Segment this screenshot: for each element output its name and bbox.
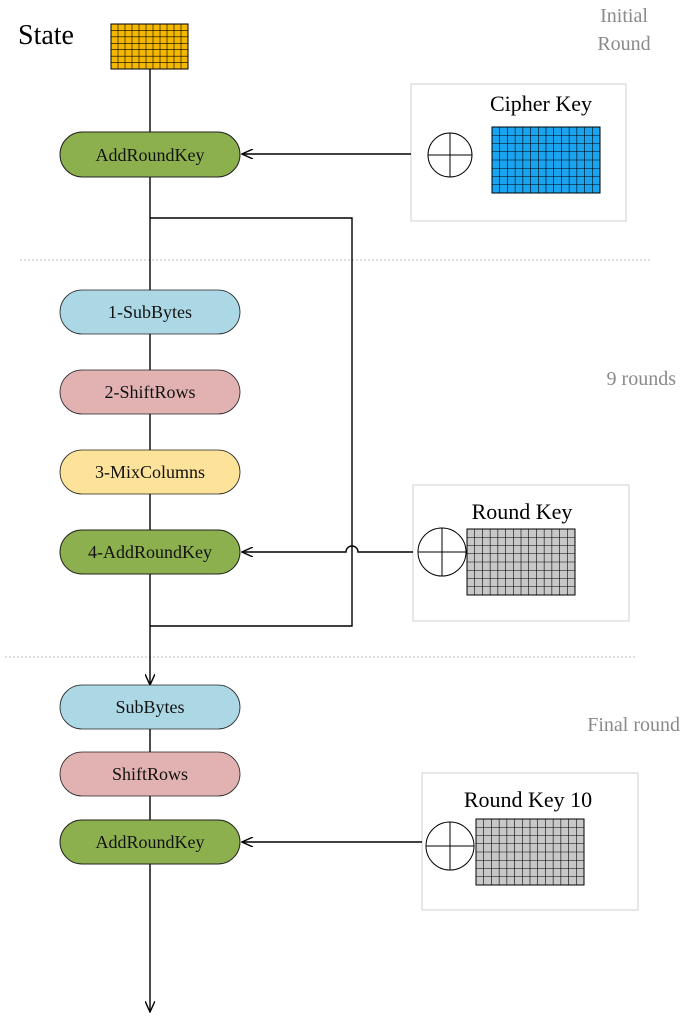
nine-rounds-label: 9 rounds — [607, 368, 677, 390]
final-addroundkey-step: AddRoundKey — [59, 819, 241, 865]
state-grid — [110, 23, 189, 70]
final-round-label: Final round — [587, 714, 680, 736]
addroundkey-step: 4-AddRoundKey — [59, 529, 241, 575]
xor-icon — [417, 527, 467, 577]
initial-round-label-line2: Round — [597, 33, 650, 55]
round-key-10-grid — [475, 818, 585, 886]
shiftrows-step: 2-ShiftRows — [59, 369, 241, 415]
initial-addroundkey-label: AddRoundKey — [96, 145, 205, 165]
round-key-arrow — [242, 545, 413, 552]
cipher-key-label: Cipher Key — [490, 91, 592, 116]
round-key-grid — [466, 528, 576, 596]
round-key-10-label: Round Key 10 — [464, 787, 592, 812]
shiftrows-label: 2-ShiftRows — [104, 382, 195, 402]
final-subbytes-label: SubBytes — [115, 697, 184, 717]
final-shiftrows-label: ShiftRows — [112, 764, 188, 784]
round-loop-path — [150, 217, 353, 627]
state-label: State — [18, 20, 74, 51]
cipher-key-grid — [491, 126, 601, 194]
initial-addroundkey-step: AddRoundKey — [59, 131, 241, 178]
xor-icon — [427, 132, 473, 178]
subbytes-step: 1-SubBytes — [59, 289, 241, 335]
mixcolumns-step: 3-MixColumns — [59, 449, 241, 495]
cipher-key-panel: Cipher Key — [410, 83, 627, 222]
mixcolumns-label: 3-MixColumns — [95, 462, 205, 482]
final-addroundkey-label: AddRoundKey — [96, 832, 205, 852]
round-key-panel: Round Key — [412, 484, 630, 622]
round-key-10-panel: Round Key 10 — [421, 772, 639, 911]
final-subbytes-step: SubBytes — [59, 684, 241, 730]
addroundkey-label: 4-AddRoundKey — [88, 542, 212, 562]
xor-icon — [425, 821, 475, 871]
final-shiftrows-step: ShiftRows — [59, 751, 241, 797]
initial-round-label-line1: Initial — [600, 5, 648, 27]
round-key-label: Round Key — [472, 499, 573, 524]
subbytes-label: 1-SubBytes — [108, 302, 192, 322]
